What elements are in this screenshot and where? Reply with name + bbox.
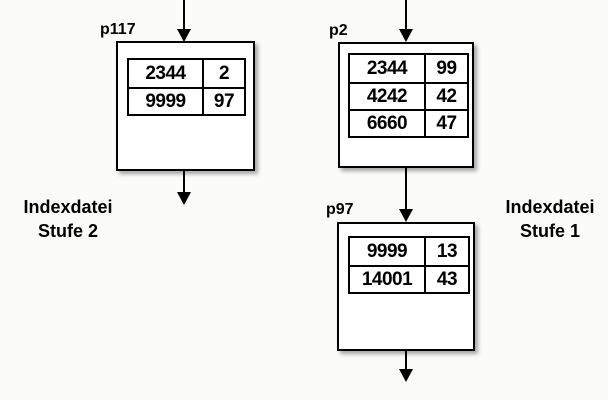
arrow-out-of-p117-icon <box>177 171 191 205</box>
index-entry-pointer: 13 <box>424 238 468 265</box>
index-entry-pointer: 99 <box>424 55 467 82</box>
arrow-into-p117-icon <box>177 0 191 42</box>
index-table-p2: 2344 99 4242 42 6660 47 <box>348 53 469 138</box>
index-table-p117: 2344 2 9999 97 <box>127 58 246 116</box>
caption-indexdatei-stufe-1: Indexdatei Stufe 1 <box>490 195 608 243</box>
index-table-p97: 9999 13 14001 43 <box>348 236 470 294</box>
index-entry-pointer: 43 <box>424 265 468 292</box>
node-label-p97: p97 <box>326 201 354 218</box>
index-entry-pointer: 2 <box>202 60 244 87</box>
node-label-p2: p2 <box>329 22 348 39</box>
index-entry-key: 9999 <box>366 240 408 262</box>
caption-indexdatei-stufe-2: Indexdatei Stufe 2 <box>8 195 128 243</box>
index-entry-key: 4242 <box>350 82 424 109</box>
caption-line: Indexdatei <box>23 197 113 217</box>
caption-line: Stufe 1 <box>519 221 580 241</box>
arrow-p2-to-p97-icon <box>399 166 413 222</box>
index-entry-key: 9999 <box>129 87 202 114</box>
index-entry-key: 2344 <box>366 57 408 79</box>
arrow-into-p2-icon <box>399 0 413 42</box>
index-entry-pointer: 47 <box>424 109 467 136</box>
node-label-p117: p117 <box>100 21 136 38</box>
caption-line: Stufe 2 <box>37 221 98 241</box>
index-entry-key: 2344 <box>145 62 186 84</box>
arrow-out-of-p97-icon <box>399 351 413 382</box>
caption-line: Indexdatei <box>505 197 595 217</box>
index-entry-key: 6660 <box>350 109 424 136</box>
index-entry-key: 14001 <box>350 265 424 292</box>
index-entry-pointer: 42 <box>424 82 467 109</box>
index-entry-pointer: 97 <box>202 87 244 114</box>
